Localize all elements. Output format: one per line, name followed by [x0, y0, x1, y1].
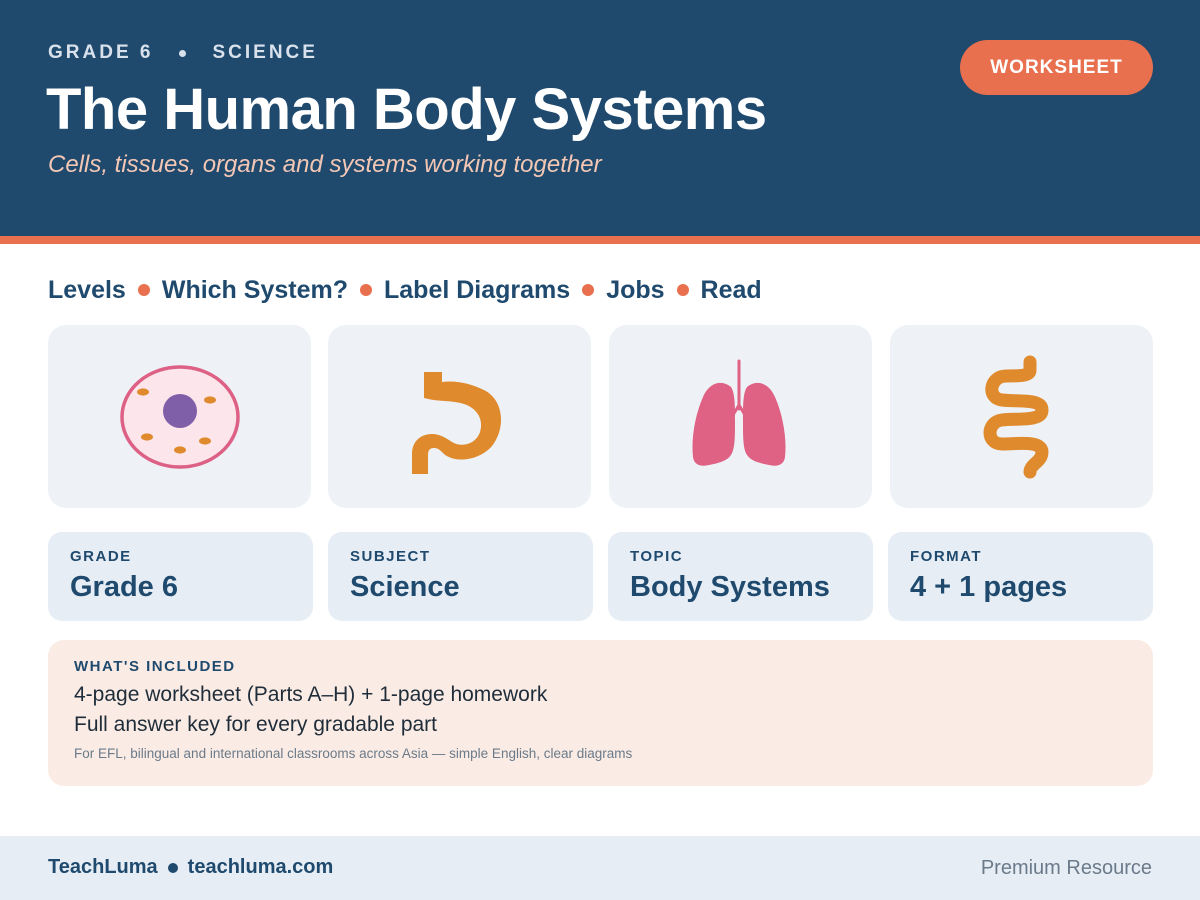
illustration-card-stomach	[328, 325, 591, 508]
brand-website[interactable]: teachluma.com	[187, 856, 334, 878]
fact-label: GRADE	[70, 548, 132, 565]
grade-label: GRADE 6	[48, 42, 154, 63]
eyebrow: GRADE 6 SCIENCE	[48, 42, 318, 64]
fact-value: Science	[350, 571, 460, 603]
cell-icon	[119, 364, 240, 469]
header-banner: GRADE 6 SCIENCE The Human Body Systems C…	[0, 0, 1200, 236]
fact-value: 4 + 1 pages	[910, 571, 1068, 603]
header-stripe	[0, 236, 1200, 244]
included-heading: WHAT'S INCLUDED	[74, 658, 236, 675]
topic-separator-dot	[676, 284, 689, 296]
fact-value: Grade 6	[70, 571, 178, 603]
fact-value: Body Systems	[630, 571, 830, 603]
fact-card-format: FORMAT 4 + 1 pages	[888, 532, 1153, 621]
bullet-dot	[167, 862, 178, 873]
topic-separator-dot	[360, 284, 372, 296]
fact-label: SUBJECT	[350, 548, 431, 565]
stomach-icon	[411, 371, 501, 474]
footer: TeachLuma teachluma.com Premium Resource	[0, 836, 1200, 900]
topic-item: Levels	[48, 275, 126, 304]
topic-item: Read	[700, 275, 762, 304]
topic-separator-dot	[582, 284, 595, 296]
topic-item: Which System?	[161, 275, 348, 304]
fact-label: FORMAT	[910, 548, 983, 565]
footer-brand: TeachLuma teachluma.com	[48, 856, 333, 879]
included-note: For EFL, bilingual and international cla…	[74, 746, 633, 761]
illustration-card-cell	[48, 325, 311, 508]
subject-label: SCIENCE	[212, 42, 318, 63]
fact-card-subject: SUBJECT Science	[328, 532, 593, 621]
included-line: 4-page worksheet (Parts A–H) + 1-page ho…	[74, 683, 548, 706]
included-line: Full answer key for every gradable part	[74, 713, 437, 736]
worksheet-badge: WORKSHEET	[960, 40, 1153, 95]
topic-item: Label Diagrams	[384, 275, 571, 304]
bullet-dot	[179, 49, 187, 57]
premium-label: Premium Resource	[980, 857, 1152, 879]
fact-card-topic: TOPIC Body Systems	[608, 532, 873, 621]
illustration-card-lungs	[609, 325, 872, 508]
fact-label: TOPIC	[630, 548, 684, 565]
whats-included-panel: WHAT'S INCLUDED 4-page worksheet (Parts …	[48, 640, 1153, 786]
brand-name: TeachLuma	[48, 856, 158, 878]
fact-card-grade: GRADE Grade 6	[48, 532, 313, 621]
page-subtitle: Cells, tissues, organs and systems worki…	[48, 151, 602, 178]
intestine-icon	[983, 355, 1048, 478]
topic-list: Levels Which System? Label Diagrams Jobs…	[48, 274, 762, 306]
page-title: The Human Body Systems	[46, 77, 767, 142]
illustration-card-intestine	[890, 325, 1153, 508]
topic-item: Jobs	[606, 275, 665, 304]
lungs-icon	[691, 359, 786, 466]
topic-separator-dot	[137, 284, 150, 296]
